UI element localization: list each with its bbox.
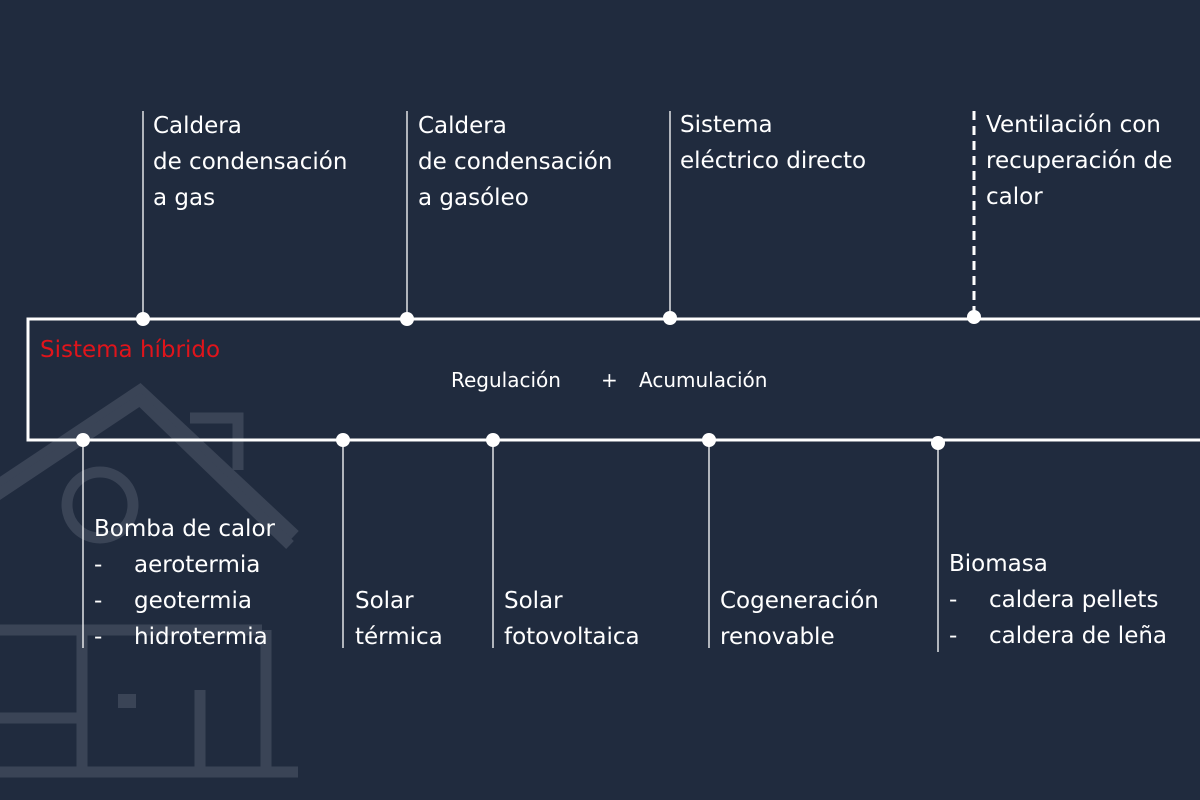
top-item-line: a gasóleo bbox=[418, 185, 529, 211]
top-item-line: Ventilación con bbox=[986, 112, 1161, 138]
top-item-line: Caldera bbox=[153, 113, 242, 139]
bottom-item-cogeneration: Cogeneración renovable bbox=[720, 583, 879, 655]
plus-sign: + bbox=[601, 368, 618, 392]
top-item-line: Caldera bbox=[418, 113, 507, 139]
top-item-direct-electric: Sistema eléctrico directo bbox=[680, 107, 866, 179]
dot-bottom-5 bbox=[931, 436, 945, 450]
top-item-line: eléctrico directo bbox=[680, 148, 867, 174]
bullet-text: aerotermia bbox=[134, 552, 261, 578]
bullet-text: hidrotermia bbox=[134, 624, 268, 650]
heat-pump-bullet: - geotermia bbox=[94, 583, 275, 619]
top-item-line: de condensación bbox=[153, 149, 348, 175]
bottom-item-line: fotovoltaica bbox=[504, 624, 640, 650]
bullet-dash: - bbox=[94, 552, 103, 578]
top-item-line: recuperación de bbox=[986, 148, 1173, 174]
top-item-heat-recovery-ventilation: Ventilación con recuperación de calor bbox=[986, 107, 1172, 215]
bottom-item-line: Solar bbox=[355, 588, 414, 614]
bottom-item-solar-pv: Solar fotovoltaica bbox=[504, 583, 640, 655]
dot-top-1 bbox=[136, 312, 150, 326]
bottom-item-solar-thermal: Solar térmica bbox=[355, 583, 443, 655]
bottom-item-biomass: Biomasa - caldera pellets - caldera de leñ… bbox=[949, 546, 1167, 654]
dot-bottom-4 bbox=[702, 433, 716, 447]
bullet-text: caldera pellets bbox=[989, 587, 1159, 613]
top-item-line: de condensación bbox=[418, 149, 613, 175]
heat-pump-bullet: - aerotermia bbox=[94, 547, 275, 583]
dot-top-4 bbox=[967, 310, 981, 324]
system-bracket bbox=[26, 317, 1200, 442]
bullet-dash: - bbox=[94, 588, 103, 614]
bottom-item-line: Cogeneración bbox=[720, 588, 879, 614]
bullet-dash: - bbox=[94, 624, 103, 650]
dot-bottom-1 bbox=[76, 433, 90, 447]
bottom-item-heat-pump: Bomba de calor - aerotermia - geotermia - h… bbox=[94, 511, 275, 655]
bullet-dash: - bbox=[949, 623, 958, 649]
bullet-text: geotermia bbox=[134, 588, 252, 614]
bullet-dash: - bbox=[949, 587, 958, 613]
dot-bottom-2 bbox=[336, 433, 350, 447]
accumulation-label: Acumulación bbox=[639, 368, 768, 392]
top-item-gas-boiler: Caldera de condensación a gas bbox=[153, 108, 347, 216]
system-title: Sistema híbrido bbox=[40, 337, 221, 363]
bottom-item-line: térmica bbox=[355, 624, 443, 650]
dot-bottom-3 bbox=[486, 433, 500, 447]
bullet-text: caldera de leña bbox=[989, 623, 1168, 649]
biomass-bullet: - caldera de leña bbox=[949, 618, 1167, 654]
dot-top-3 bbox=[663, 311, 677, 325]
biomass-title: Biomasa bbox=[949, 551, 1048, 577]
top-item-line: a gas bbox=[153, 185, 216, 211]
biomass-bullet: - caldera pellets bbox=[949, 582, 1167, 618]
heat-pump-bullet: - hidrotermia bbox=[94, 619, 275, 655]
bottom-item-line: renovable bbox=[720, 624, 835, 650]
top-item-line: calor bbox=[986, 184, 1043, 210]
top-item-oil-boiler: Caldera de condensación a gasóleo bbox=[418, 108, 612, 216]
bottom-item-line: Solar bbox=[504, 588, 563, 614]
top-item-line: Sistema bbox=[680, 112, 773, 138]
dot-top-2 bbox=[400, 312, 414, 326]
heat-pump-title: Bomba de calor bbox=[94, 516, 275, 542]
regulation-label: Regulación bbox=[451, 368, 561, 392]
connector-dots bbox=[76, 310, 981, 450]
